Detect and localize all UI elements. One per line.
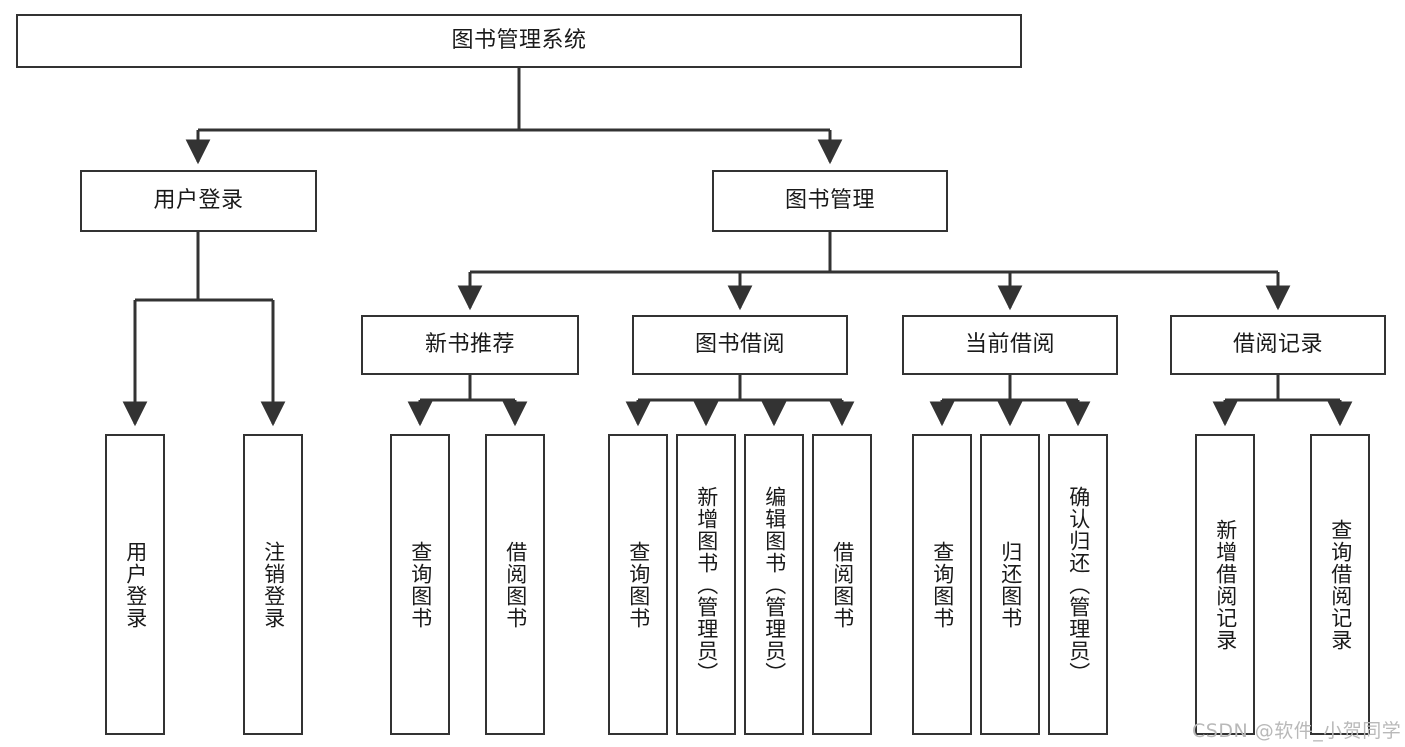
- node-label: 新增借阅记录: [1213, 518, 1238, 651]
- node-user-login[interactable]: 用户登录: [80, 170, 317, 232]
- node-label: 确认归还（管理员）: [1066, 485, 1091, 684]
- node-label: 新书推荐: [424, 332, 515, 358]
- node-label: 新增图书（管理员）: [694, 485, 719, 684]
- node-label: 借阅图书: [503, 540, 528, 629]
- node-root-book-management-system[interactable]: 图书管理系统: [16, 14, 1022, 68]
- node-book-borrow[interactable]: 图书借阅: [632, 315, 848, 375]
- node-current-borrow[interactable]: 当前借阅: [902, 315, 1118, 375]
- node-label: 查询图书: [930, 540, 955, 629]
- node-label: 编辑图书（管理员）: [762, 485, 787, 684]
- csdn-watermark: CSDN @软件_小贺同学: [1192, 720, 1402, 742]
- node-label: 用户登录: [123, 540, 148, 629]
- node-label: 查询图书: [408, 540, 433, 629]
- leaf-user-login[interactable]: 用户登录: [105, 434, 165, 735]
- leaf-query-borrow-record[interactable]: 查询借阅记录: [1310, 434, 1370, 735]
- node-label: 图书借阅: [694, 332, 785, 358]
- node-book-management[interactable]: 图书管理: [712, 170, 948, 232]
- leaf-user-logout[interactable]: 注销登录: [243, 434, 303, 735]
- node-label: 查询借阅记录: [1328, 518, 1353, 651]
- leaf-add-borrow-record[interactable]: 新增借阅记录: [1195, 434, 1255, 735]
- leaf-borrow-book-recommend[interactable]: 借阅图书: [485, 434, 545, 735]
- node-label: 查询图书: [626, 540, 651, 629]
- node-label: 当前借阅: [964, 332, 1055, 358]
- node-borrow-record[interactable]: 借阅记录: [1170, 315, 1386, 375]
- node-label: 图书管理系统: [451, 28, 587, 54]
- node-new-book-recommend[interactable]: 新书推荐: [361, 315, 579, 375]
- node-label: 注销登录: [261, 540, 286, 629]
- leaf-return-book[interactable]: 归还图书: [980, 434, 1040, 735]
- leaf-add-book-admin[interactable]: 新增图书（管理员）: [676, 434, 736, 735]
- leaf-query-book-borrow[interactable]: 查询图书: [608, 434, 668, 735]
- node-label: 图书管理: [784, 188, 875, 214]
- leaf-query-book-recommend[interactable]: 查询图书: [390, 434, 450, 735]
- leaf-confirm-return-admin[interactable]: 确认归还（管理员）: [1048, 434, 1108, 735]
- node-label: 借阅图书: [830, 540, 855, 629]
- node-label: 归还图书: [998, 540, 1023, 629]
- leaf-edit-book-admin[interactable]: 编辑图书（管理员）: [744, 434, 804, 735]
- leaf-borrow-book[interactable]: 借阅图书: [812, 434, 872, 735]
- leaf-query-book-current[interactable]: 查询图书: [912, 434, 972, 735]
- node-label: 用户登录: [153, 188, 244, 214]
- node-label: 借阅记录: [1232, 332, 1323, 358]
